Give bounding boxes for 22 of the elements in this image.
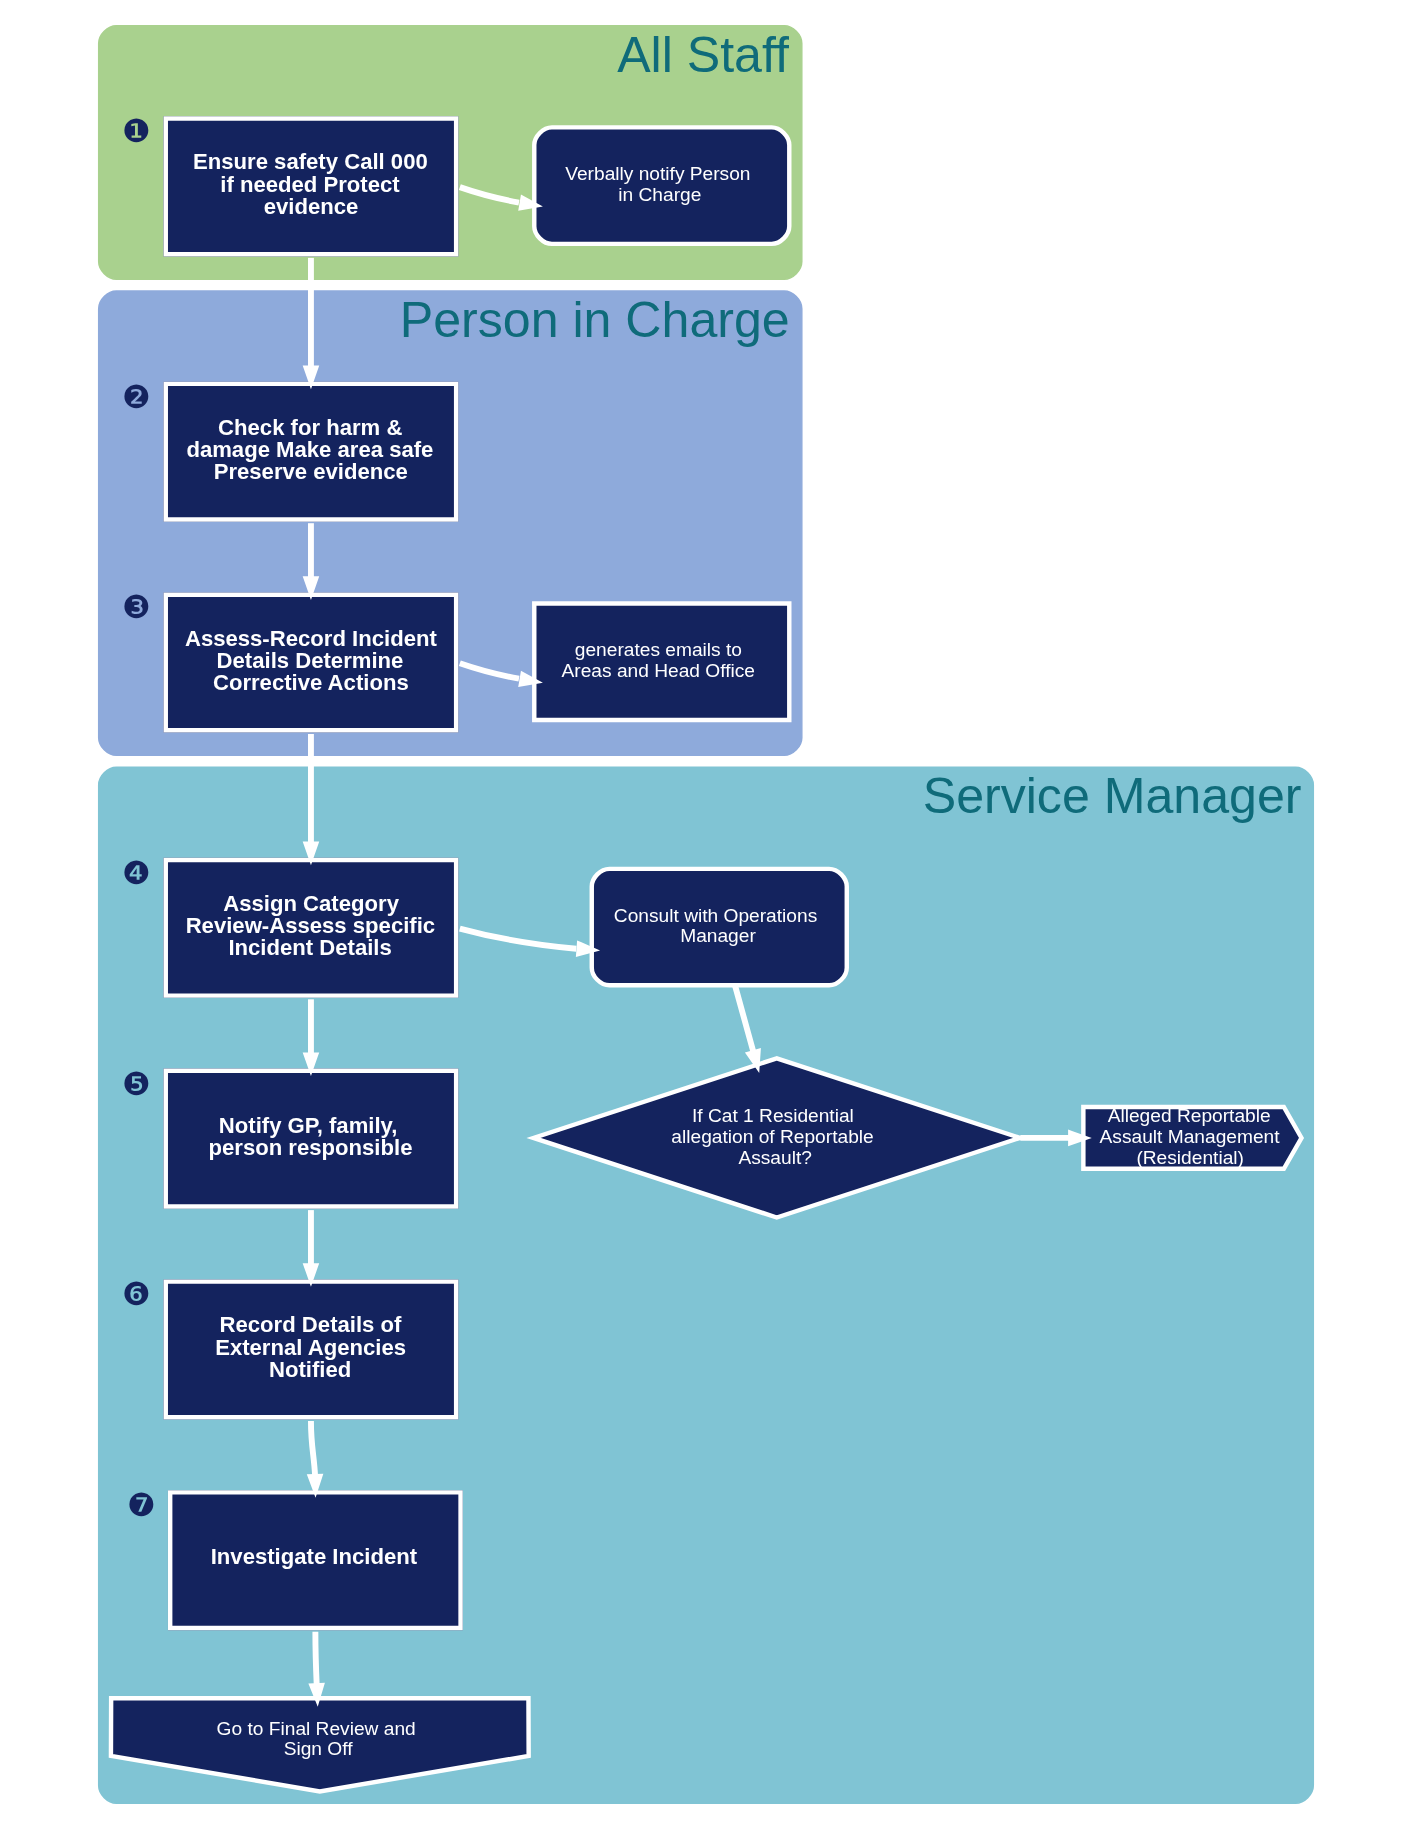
node-label: ❹ bbox=[122, 854, 152, 891]
arrow bbox=[308, 1631, 325, 1707]
arrow bbox=[302, 734, 320, 866]
node-box: Consult with Operations Manager bbox=[589, 866, 849, 988]
arrow bbox=[458, 660, 543, 687]
arrow bbox=[306, 1420, 324, 1498]
arrow bbox=[302, 1210, 320, 1287]
arrow bbox=[459, 925, 601, 957]
node-label: ❺ bbox=[122, 1065, 152, 1102]
arrow bbox=[302, 999, 320, 1077]
arrow bbox=[458, 184, 543, 211]
node-label: ❶ bbox=[122, 113, 152, 150]
arrow bbox=[1020, 1129, 1092, 1147]
node-label: ❼ bbox=[126, 1487, 156, 1524]
arrow bbox=[732, 984, 761, 1073]
node-box: Verbally notify Person in Charge bbox=[532, 125, 792, 247]
node-box: generates emails to Areas and Head Office bbox=[532, 601, 792, 723]
node-label: ❷ bbox=[122, 378, 152, 415]
node-label: ❸ bbox=[122, 589, 152, 626]
arrow bbox=[302, 257, 320, 390]
node-label: ❻ bbox=[122, 1276, 152, 1313]
arrow bbox=[302, 523, 320, 600]
